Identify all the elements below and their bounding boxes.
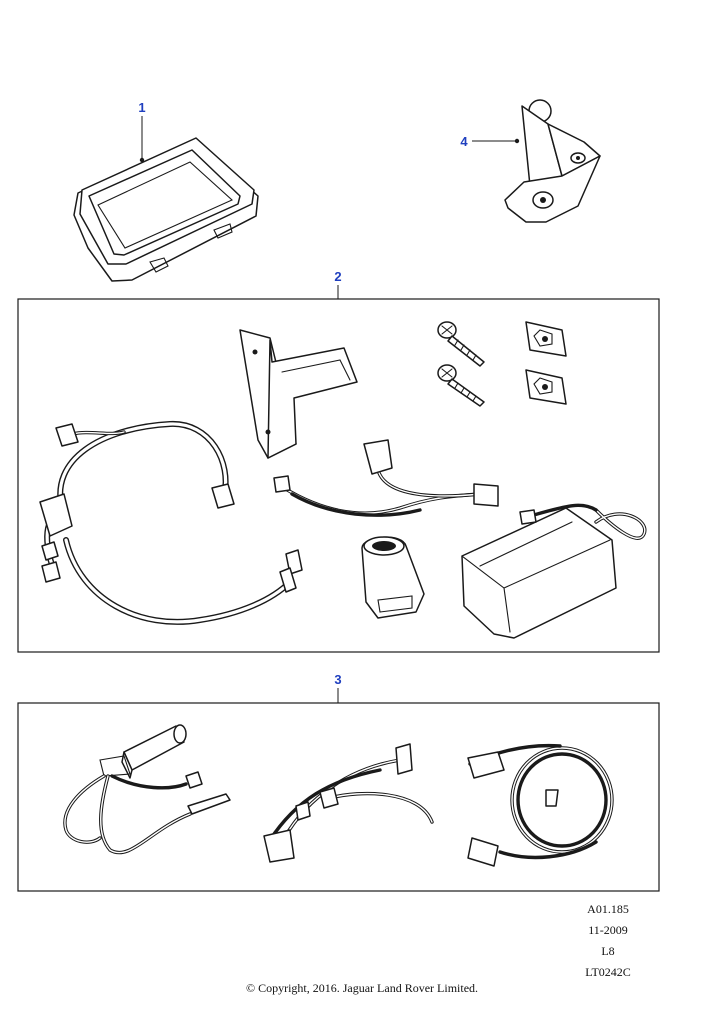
copyright-notice: © Copyright, 2016. Jaguar Land Rover Lim…: [245, 981, 479, 995]
date-code: 11-2009: [588, 923, 628, 937]
mounting-bracket: [504, 99, 601, 223]
callout-4-label: 4: [460, 134, 468, 149]
callout-4-dot: [514, 138, 520, 144]
callout-1[interactable]: 1: [138, 100, 146, 163]
kit-2-frame: [17, 298, 660, 653]
screw-lower: [437, 364, 485, 407]
kit-3-frame: [17, 702, 660, 892]
callout-3[interactable]: 3: [334, 672, 342, 703]
callout-2-label: 2: [334, 269, 341, 284]
interface-harness: [263, 743, 434, 863]
level-code: L8: [601, 944, 615, 958]
callout-2[interactable]: 2: [334, 269, 342, 299]
receiver-module: [63, 724, 231, 855]
cradle-bracket: [239, 329, 358, 459]
ref-number: A01.185: [587, 902, 629, 916]
screw-upper: [437, 321, 485, 367]
power-harness: [39, 420, 303, 625]
spring-clip-lower: [525, 369, 567, 405]
jumper-harness: [273, 439, 499, 517]
media-cable: [467, 743, 614, 867]
callout-3-label: 3: [334, 672, 341, 687]
power-supply-unit: [461, 503, 647, 639]
module-cover: [361, 536, 425, 619]
callout-1-dot: [139, 157, 145, 163]
spring-clip-upper: [525, 321, 567, 357]
illustration-code: LT0242C: [585, 965, 631, 979]
callout-4[interactable]: 4: [460, 134, 520, 149]
callout-1-label: 1: [138, 100, 145, 115]
navigation-display-unit: [73, 137, 259, 282]
